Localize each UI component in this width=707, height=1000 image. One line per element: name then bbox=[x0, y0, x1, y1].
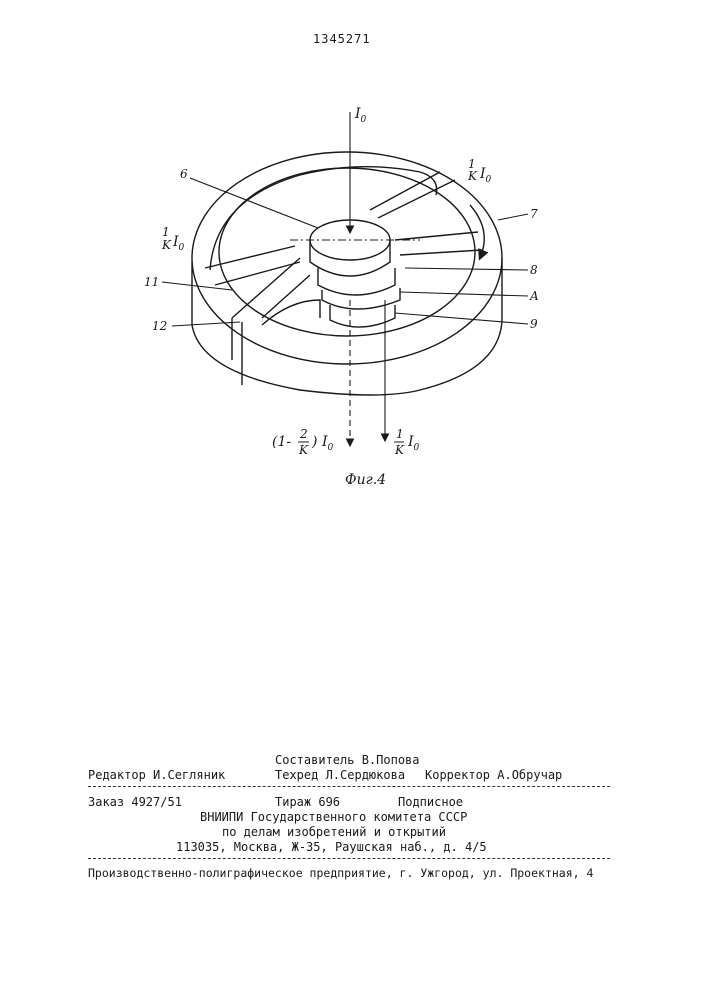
outer-ring-outer-edge bbox=[192, 152, 502, 364]
leader-a bbox=[400, 292, 528, 296]
figure-4-drawing: I0 1 K I0 1 K I0 6 7 8 A 9 11 12 (1- 2 K… bbox=[0, 0, 707, 520]
leader-6 bbox=[190, 178, 318, 228]
label-left-fraction-den: K bbox=[161, 238, 172, 252]
figure-caption: Фиг.4 bbox=[345, 472, 386, 488]
label-left-fraction-num: 1 bbox=[162, 225, 170, 239]
org-line-2: по делам изобретений и открытий bbox=[222, 825, 446, 839]
editor-line: Редактор И.Сегляник bbox=[88, 768, 225, 782]
label-bottom-left-den: K bbox=[298, 443, 309, 457]
arm-lower-left bbox=[232, 258, 310, 318]
address-line: 113035, Москва, Ж-35, Раушская наб., д. … bbox=[176, 840, 487, 854]
order-line: Заказ 4927/51 bbox=[88, 795, 182, 809]
label-top-current: I0 bbox=[354, 106, 367, 125]
label-bottom-left-current: I0 bbox=[321, 434, 334, 453]
label-bottom-right-current: I0 bbox=[407, 434, 420, 453]
label-bottom-left-open: (1- bbox=[272, 434, 291, 450]
ref-label-12: 12 bbox=[152, 319, 167, 333]
subscription-line: Подписное bbox=[398, 795, 463, 809]
central-cylinder-body bbox=[310, 240, 390, 276]
arm-upper-right bbox=[370, 172, 455, 218]
label-left-current: I0 bbox=[172, 234, 185, 253]
ref-label-7: 7 bbox=[530, 207, 538, 221]
leader-12 bbox=[172, 322, 240, 326]
ref-label-9: 9 bbox=[530, 317, 538, 331]
ref-label-6: 6 bbox=[180, 167, 188, 181]
arm-right bbox=[395, 232, 482, 255]
leader-7 bbox=[498, 214, 528, 220]
techred-line: Техред Л.Сердюкова bbox=[275, 768, 405, 782]
corrector-line: Корректор А.Обручар bbox=[425, 768, 562, 782]
leader-9 bbox=[395, 313, 528, 324]
ref-label-11: 11 bbox=[144, 275, 159, 289]
label-bottom-right-den: K bbox=[394, 443, 405, 457]
label-bottom-right-num: 1 bbox=[396, 427, 404, 441]
separator-bottom bbox=[88, 858, 610, 859]
org-line-1: ВНИИПИ Государственного комитета СССР bbox=[200, 810, 467, 824]
print-run-line: Тираж 696 bbox=[275, 795, 340, 809]
label-right-current: I0 bbox=[479, 166, 492, 185]
ref-label-8: 8 bbox=[530, 263, 538, 277]
printer-line: Производственно-полиграфическое предприя… bbox=[88, 866, 593, 880]
ref-label-a: A bbox=[529, 289, 539, 303]
label-bottom-left-close: ) bbox=[311, 434, 317, 450]
current-path-lower bbox=[262, 300, 320, 325]
compiler-line: Составитель В.Попова bbox=[275, 753, 420, 767]
label-right-fraction-den: K bbox=[467, 169, 478, 183]
separator-top bbox=[88, 786, 610, 787]
label-bottom-left-num: 2 bbox=[299, 427, 308, 441]
leader-8 bbox=[405, 268, 528, 270]
front-gap bbox=[232, 318, 242, 385]
